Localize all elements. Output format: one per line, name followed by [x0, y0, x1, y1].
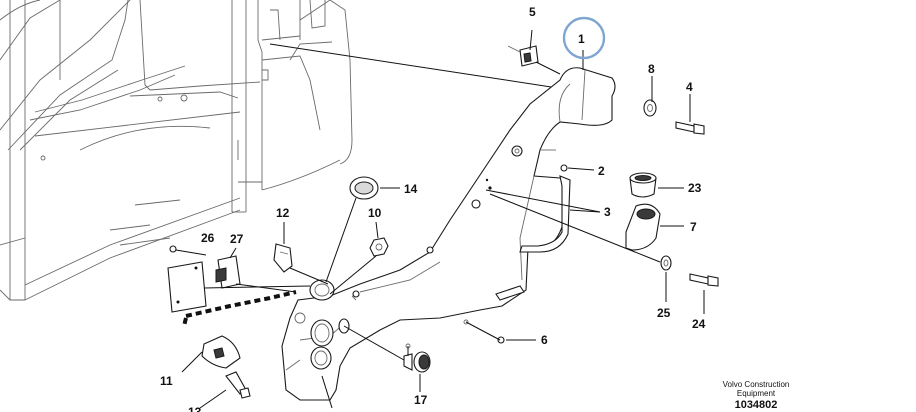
harness-dashed-path: [182, 290, 297, 327]
side-panel-part: [281, 67, 616, 401]
screw-part-2: [560, 164, 568, 172]
callout-3[interactable]: 3: [604, 205, 611, 219]
brand-line-1: Volvo Construction: [722, 380, 790, 389]
callout-17[interactable]: 17: [414, 393, 428, 407]
plug-part-23: [629, 172, 657, 198]
drawing-number: 1034802: [734, 399, 778, 411]
washer-part-8: [643, 99, 657, 117]
grommet-part-14: [349, 176, 379, 200]
reference-line: [235, 283, 297, 293]
bolt-part-13: [225, 371, 251, 399]
callout-23[interactable]: 23: [688, 181, 702, 195]
callout-6[interactable]: 6: [541, 333, 548, 347]
callout-27[interactable]: 27: [230, 232, 244, 246]
callout-25[interactable]: 25: [657, 306, 671, 320]
callout-10[interactable]: 10: [368, 206, 382, 220]
cover-part-11: [201, 335, 241, 369]
callout-26[interactable]: 26: [201, 231, 215, 245]
callout-5[interactable]: 5: [529, 5, 536, 19]
cab-frame-drawing: [0, 0, 353, 301]
callout-4[interactable]: 4: [686, 80, 693, 94]
callout-12[interactable]: 12: [276, 206, 290, 220]
callout-14[interactable]: 14: [404, 182, 418, 196]
rubber-boot-part-7: [625, 203, 661, 251]
callout-24[interactable]: 24: [692, 317, 706, 331]
bolt-part-24: [689, 273, 719, 287]
callout-13[interactable]: 13: [188, 405, 202, 412]
screw-part-26: [169, 245, 207, 256]
callout-11[interactable]: 11: [160, 374, 173, 388]
bracket-part-12: [273, 243, 293, 273]
callout-8[interactable]: 8: [648, 62, 655, 76]
leader-lines: [181, 29, 705, 409]
callout-7[interactable]: 7: [690, 220, 697, 234]
bolt-part-4: [675, 121, 705, 135]
highlight-circle: [562, 16, 606, 60]
callout-1[interactable]: 1: [578, 32, 585, 46]
washer-part-25: [660, 255, 672, 271]
cover-plate: [167, 261, 207, 313]
drawing-footer: Volvo Construction Equipment 1034802: [706, 380, 806, 411]
bracket-part-27: [215, 255, 241, 289]
knob-part-17: [403, 351, 431, 373]
brand-line-2: Equipment: [736, 389, 776, 398]
nut-part-10: [369, 237, 389, 257]
screw-part-6: [497, 336, 505, 344]
clip-nut-part-5: [507, 45, 539, 67]
callout-2[interactable]: 2: [598, 164, 605, 178]
seal-strip-part-3: [519, 175, 571, 253]
